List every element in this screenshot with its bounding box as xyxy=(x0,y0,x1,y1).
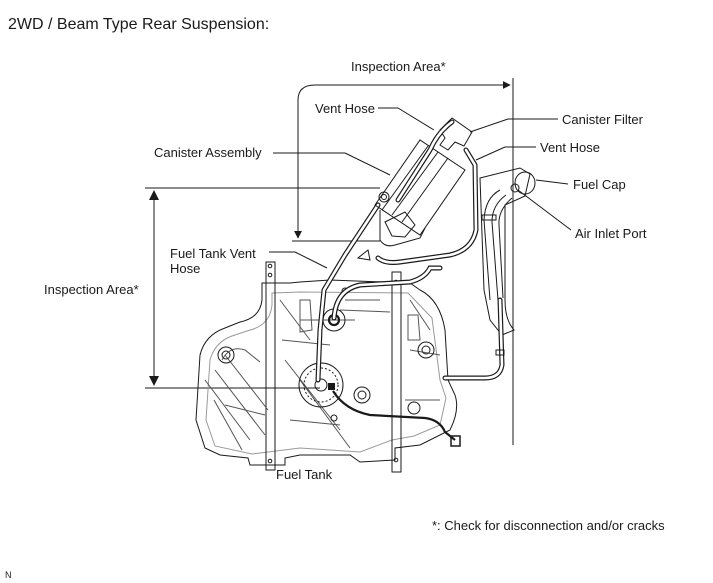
fuel-tank-vent-hose-drawing xyxy=(315,202,443,383)
fuel-tank-label: Fuel Tank xyxy=(276,467,333,482)
canister-filter-label: Canister Filter xyxy=(562,112,643,127)
diagram-title: 2WD / Beam Type Rear Suspension: xyxy=(8,16,270,33)
fuel-tank-vent-hose-label-line1: Fuel Tank Vent xyxy=(170,246,256,261)
canister-assembly-drawing xyxy=(356,117,479,265)
inspection-area-top-dimension xyxy=(292,78,514,445)
fuel-cap-label: Fuel Cap xyxy=(573,177,626,192)
footnote: *: Check for disconnection and/or cracks xyxy=(432,518,665,533)
leader-lines xyxy=(269,107,572,269)
air-inlet-port-label: Air Inlet Port xyxy=(575,226,647,241)
vent-hose-right-label: Vent Hose xyxy=(540,140,600,155)
fuel-tank-drawing xyxy=(195,261,461,473)
inspection-area-left-dimension xyxy=(145,187,380,389)
filler-neck-drawing xyxy=(442,167,536,381)
fuel-tank-vent-hose-label-line2: Hose xyxy=(170,261,201,276)
corner-tag: N xyxy=(5,570,12,580)
vent-hose-upper-label: Vent Hose xyxy=(315,101,375,116)
inspection-area-top-label: Inspection Area* xyxy=(351,59,446,74)
canister-assembly-label: Canister Assembly xyxy=(154,145,262,160)
inspection-area-left-label: Inspection Area* xyxy=(44,282,139,297)
